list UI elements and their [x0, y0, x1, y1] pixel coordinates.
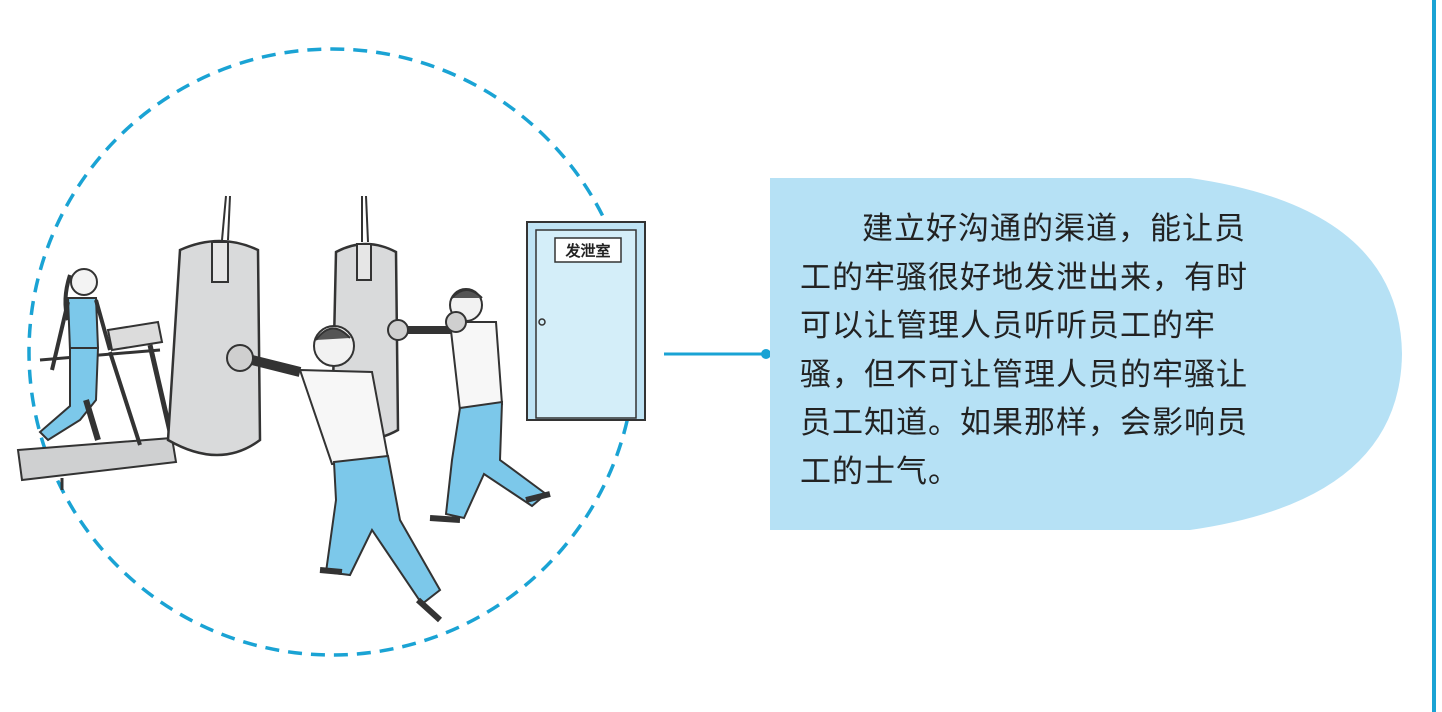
right-edge-rule — [1432, 0, 1436, 712]
callout-text: 建立好沟通的渠道，能让员工的牢骚很好地发泄出来，有时可以让管理人员听听员工的牢骚… — [800, 205, 1260, 496]
door: 发泄室 — [526, 221, 646, 421]
man-punching-front — [226, 325, 443, 623]
punching-bag-left — [166, 195, 262, 457]
woman-running — [38, 268, 112, 442]
callout-bubble — [770, 178, 1402, 530]
callout-paragraph: 建立好沟通的渠道，能让员工的牢骚很好地发泄出来，有时可以让管理人员听听员工的牢骚… — [800, 211, 1248, 490]
connector-line — [664, 349, 771, 359]
door-sign: 发泄室 — [564, 242, 610, 260]
man-punching-back — [387, 288, 551, 523]
venting-room-illustration: 发泄室 — [16, 47, 646, 657]
treadmill — [16, 320, 178, 490]
